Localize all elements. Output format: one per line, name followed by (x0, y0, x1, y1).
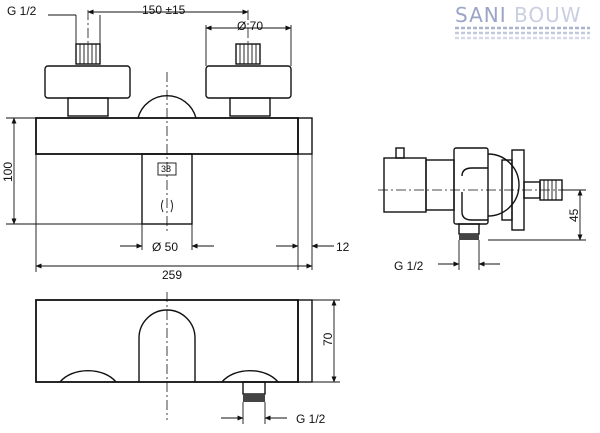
side-top-button (395, 147, 405, 159)
dim-spacing: 150 ±15 (142, 3, 186, 17)
logo-word-2: BOUW (514, 3, 582, 27)
right-eccentric (229, 97, 271, 117)
top-dimensions: 70 G 1/2 (221, 299, 340, 426)
sani-bouw-logo: SANI BOUW (455, 3, 590, 40)
side-outlet (458, 223, 480, 235)
dim-g-top: G 1/2 (7, 4, 37, 18)
side-body (453, 147, 489, 225)
side-dimensions: G 1/2 45 (394, 189, 586, 273)
side-elbow-top (461, 167, 488, 177)
top-view (35, 292, 313, 420)
side-dome (487, 153, 520, 217)
bottom-outlet-thread (243, 394, 265, 402)
temperature-label: 38 (161, 164, 171, 174)
dim-g-bottom: G 1/2 (296, 412, 326, 426)
handle-mark-left (161, 199, 164, 213)
dim-height: 100 (1, 162, 15, 182)
dim-dia70: Ø 70 (237, 19, 263, 33)
dim-dia50: Ø 50 (152, 240, 178, 254)
front-view: 38 (35, 10, 313, 232)
top-left-rosette (59, 370, 117, 383)
left-rosette (44, 65, 131, 99)
side-body-front (425, 159, 455, 211)
dim-offset: 12 (336, 240, 350, 254)
logo-hatch (455, 26, 590, 40)
side-elbow (461, 192, 488, 221)
body-end-cap (297, 117, 313, 155)
left-eccentric (67, 97, 109, 117)
dim-depth-bottom: 70 (321, 332, 335, 346)
side-outlet-thread (459, 234, 479, 240)
right-rosette (205, 65, 292, 99)
dim-width: 259 (162, 268, 182, 282)
dim-side-depth: 45 (567, 208, 581, 222)
front-dimensions: G 1/2 150 ±15 Ø 70 100 Ø 50 12 259 (1, 3, 350, 282)
handle-mark-right (170, 199, 173, 213)
top-end-cap (297, 299, 313, 383)
top-right-rosette (221, 370, 279, 383)
side-handle (383, 157, 427, 213)
logo-word-1: SANI (455, 3, 507, 27)
side-view (378, 147, 576, 240)
dim-g-side: G 1/2 (394, 259, 424, 273)
bottom-outlet (242, 381, 266, 395)
